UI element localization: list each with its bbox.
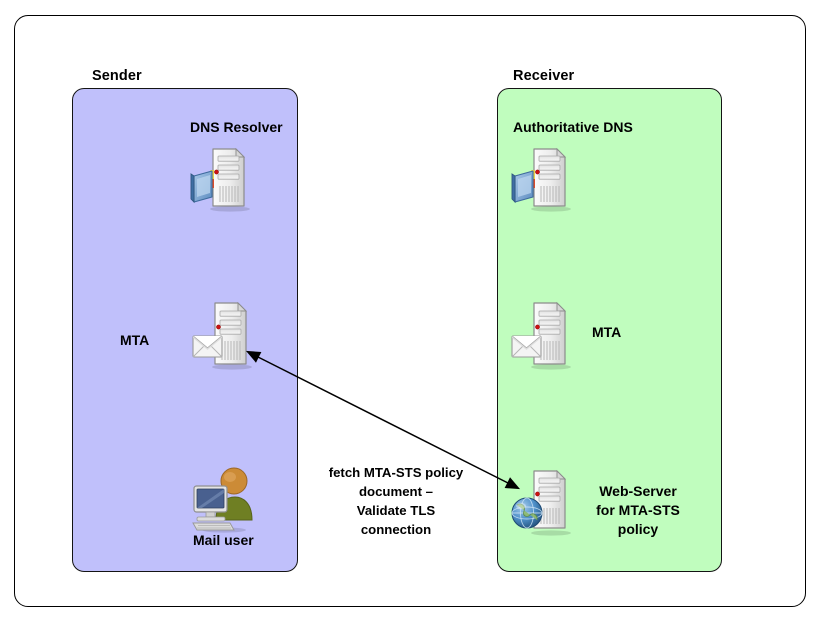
- annotation-line-2: document –: [358, 484, 433, 499]
- annotation-line-1: fetch MTA-STS policy: [328, 465, 464, 480]
- web-server-label-line-1: Web-Server: [599, 483, 677, 499]
- server-globe-icon[interactable]: [511, 466, 579, 538]
- zone-sender[interactable]: [72, 88, 298, 572]
- server-book-icon[interactable]: [190, 140, 258, 212]
- user-computer-icon[interactable]: [190, 462, 258, 534]
- annotation-line-3: Validate TLS: [356, 503, 436, 518]
- node-label-web-server: Web-Server for MTA-STS policy: [590, 482, 686, 539]
- server-envelope-icon[interactable]: [511, 298, 579, 370]
- node-label-mta-sender: MTA: [120, 332, 150, 348]
- server-envelope-icon[interactable]: [192, 298, 260, 370]
- server-book-icon[interactable]: [511, 140, 579, 212]
- zone-receiver-caption: Receiver: [513, 68, 575, 84]
- node-label-mail-user: Mail user: [193, 532, 254, 548]
- connector-annotation: fetch MTA-STS policy document – Validate…: [316, 463, 476, 539]
- node-label-mta-receiver: MTA: [592, 324, 622, 340]
- web-server-label-line-3: policy: [617, 520, 659, 537]
- node-label-authoritative-dns: Authoritative DNS: [513, 119, 633, 135]
- node-label-dns-resolver: DNS Resolver: [190, 119, 283, 135]
- annotation-line-4: connection: [360, 522, 432, 537]
- zone-sender-caption: Sender: [92, 68, 142, 84]
- web-server-label-line-2: for MTA-STS: [596, 501, 680, 518]
